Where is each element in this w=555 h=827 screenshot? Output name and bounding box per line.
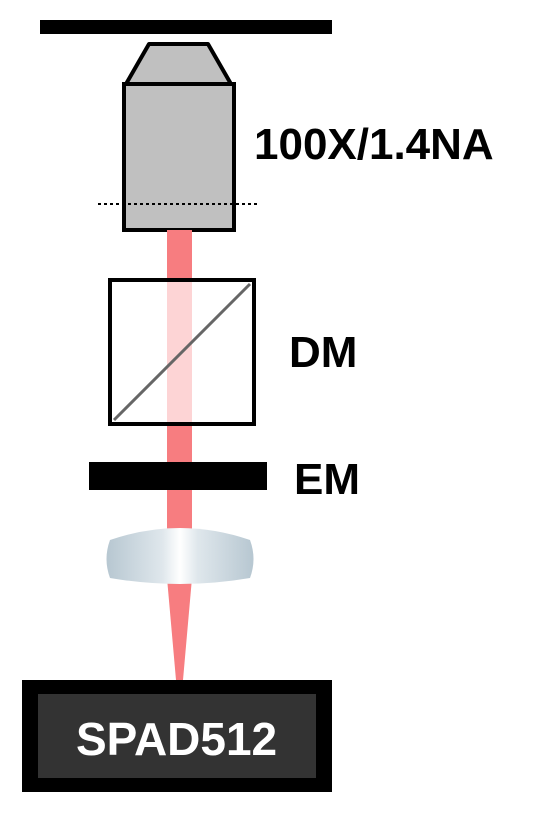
detector-face — [38, 694, 316, 778]
beam-segment-in-dichroic — [167, 280, 192, 424]
beam-segment — [167, 424, 192, 462]
tube-lens — [106, 528, 254, 584]
beam-focus-cone — [167, 578, 192, 680]
beam-segment — [167, 230, 192, 280]
emission-filter — [89, 462, 267, 490]
detector-label: SPAD512 — [76, 713, 277, 765]
objective-body — [122, 82, 236, 232]
dichroic-diagonal — [112, 282, 252, 422]
objective-label: 100X/1.4NA — [254, 120, 494, 169]
dichroic-label: DM — [289, 328, 357, 377]
beam-segment — [167, 490, 192, 530]
emission-filter-label: EM — [294, 455, 360, 504]
dichroic-mirror — [108, 278, 256, 426]
spad-detector — [22, 680, 332, 792]
dichroic-cube — [108, 278, 256, 426]
sample-stage — [40, 20, 332, 34]
emission-beam — [167, 230, 192, 680]
objective-lens — [98, 42, 258, 232]
objective-nose — [124, 42, 233, 86]
